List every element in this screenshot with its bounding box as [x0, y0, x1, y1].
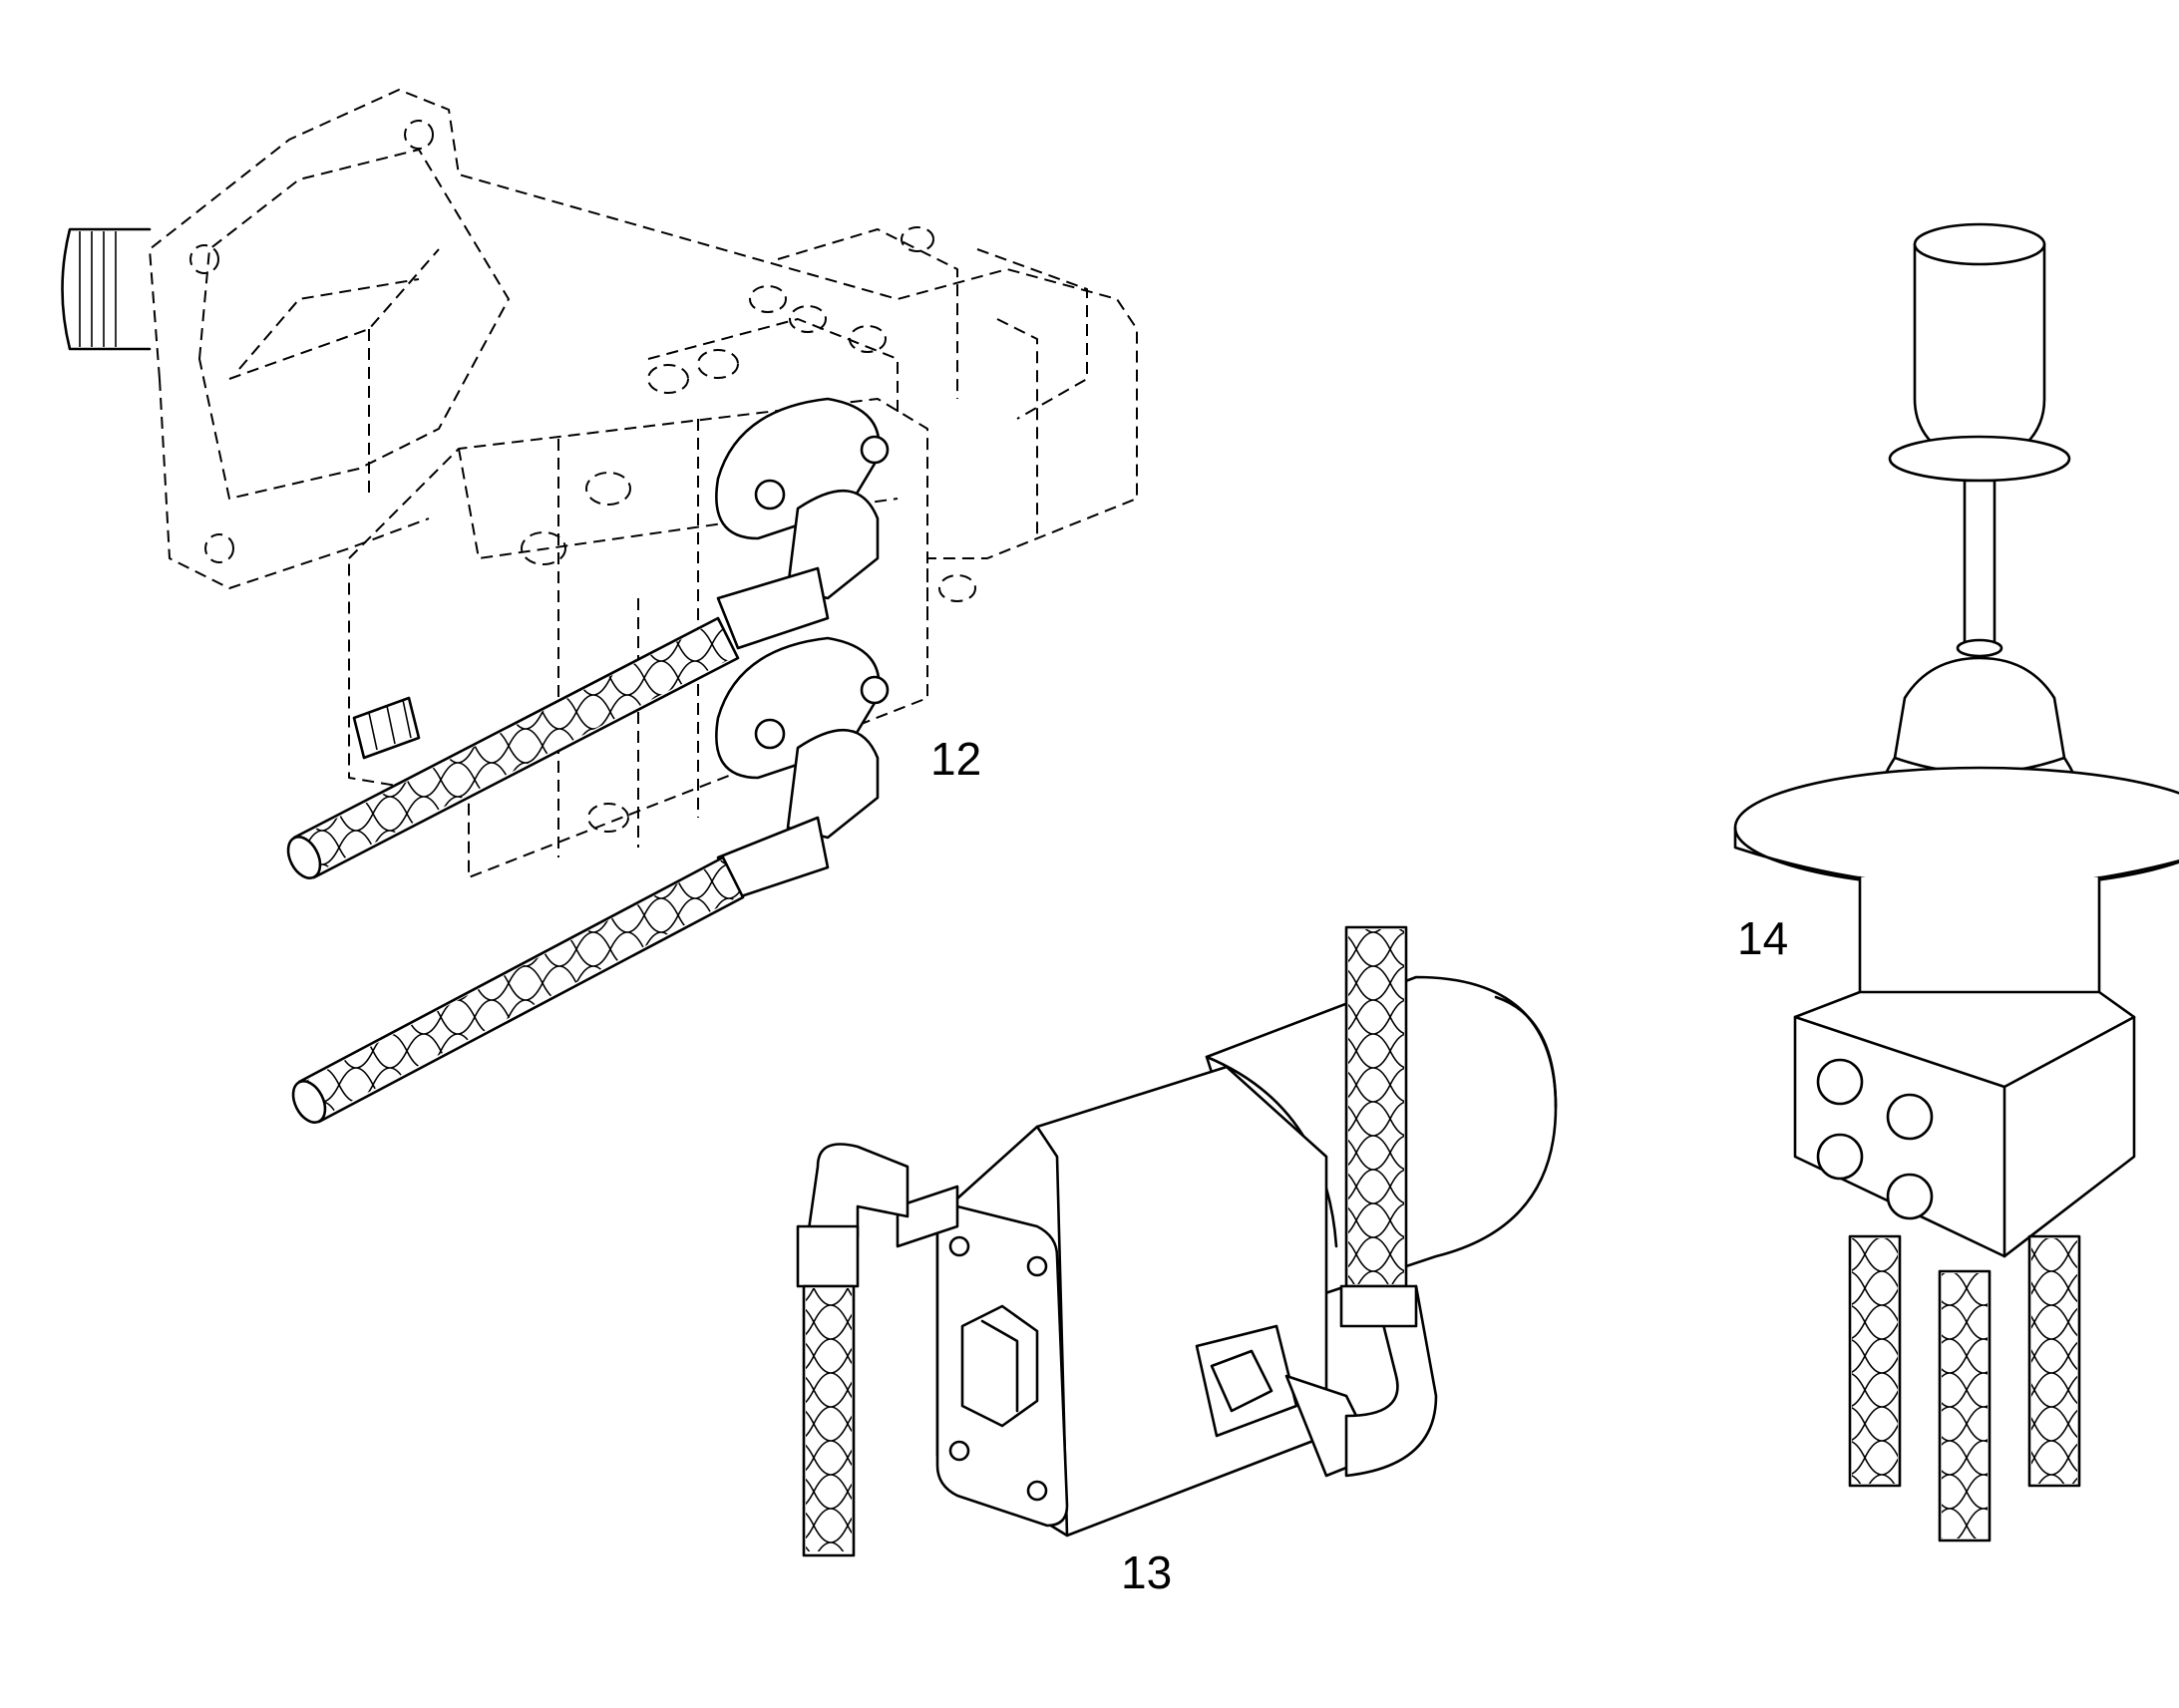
- upper-braided-hose: [286, 616, 740, 879]
- callout-13: 13: [1121, 1546, 1173, 1598]
- pump-valve-assembly-12: [61, 89, 1138, 1124]
- callout-14: 14: [1737, 912, 1789, 964]
- gear-pump-13: [796, 925, 1558, 1557]
- joystick-right-braided-hose: [2027, 1234, 2081, 1488]
- lower-braided-hose: [291, 855, 745, 1124]
- pump-left-braided-hose: [802, 1284, 856, 1557]
- pump-right-braided-hose: [1339, 925, 1418, 1328]
- callout-12: 12: [930, 733, 982, 785]
- joystick-control-14: [1733, 222, 2179, 1542]
- joystick-center-braided-hose: [1938, 1269, 1992, 1542]
- joystick-left-braided-hose: [1848, 1234, 1902, 1488]
